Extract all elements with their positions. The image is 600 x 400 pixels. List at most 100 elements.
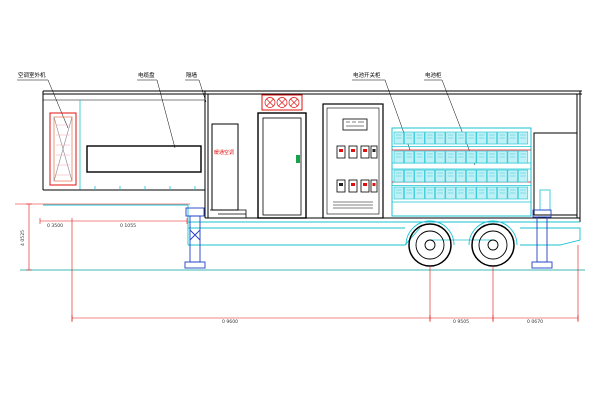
- battery-module-detail: [458, 189, 464, 194]
- battery-module-detail: [468, 134, 475, 139]
- hvac-cabinet: 暖通空调: [211, 123, 239, 211]
- battery-module-detail: [499, 134, 506, 139]
- rear-frame: [520, 227, 581, 246]
- chassis: [43, 204, 581, 246]
- cable-reel: [86, 145, 202, 173]
- battery-modules: [393, 131, 529, 200]
- dim-axle-spacing: 0 9505: [453, 319, 469, 325]
- battery-module-detail: [478, 153, 485, 158]
- rear-stabilizer: [531, 209, 553, 269]
- label-partition-wall: 隔墙: [186, 71, 198, 79]
- battery-switch-cabinet: [322, 103, 384, 219]
- battery-module-detail: [520, 153, 526, 158]
- leader-battery-switch-cabinet: [352, 79, 411, 151]
- battery-module-detail: [447, 134, 454, 139]
- label-ac-outdoor-unit: 空调室外机: [18, 71, 46, 79]
- fan-icon: [276, 97, 288, 108]
- rear-compartment: [533, 132, 578, 216]
- battery-module-detail: [468, 153, 475, 158]
- door-handle: [296, 155, 300, 163]
- fan-icon: [288, 97, 300, 108]
- battery-module-detail: [406, 153, 412, 158]
- battery-module-detail: [489, 172, 495, 177]
- battery-module-detail: [468, 189, 475, 194]
- battery-module-detail: [499, 189, 506, 194]
- roof-line: [43, 90, 582, 95]
- battery-module-detail: [437, 189, 443, 194]
- front-landing-gear: [184, 207, 206, 269]
- floor-supports: [94, 186, 196, 190]
- main-beam: [188, 221, 580, 229]
- battery-module-detail: [447, 153, 454, 158]
- battery-module-detail: [427, 189, 433, 194]
- battery-module-detail: [520, 134, 526, 139]
- leader-ac-outdoor-unit: [17, 79, 69, 129]
- breaker-row-lower: [336, 179, 378, 193]
- label-hvac-cabinet: 暖通空调: [214, 149, 234, 156]
- battery-module-detail: [406, 134, 412, 139]
- wheel-rear-axle: [471, 223, 515, 267]
- wheel-fenders: [405, 220, 518, 246]
- battery-module-detail: [489, 153, 495, 158]
- wheel-front-axle: [408, 223, 452, 267]
- battery-module-detail: [416, 153, 423, 158]
- battery-module-detail: [437, 172, 443, 177]
- partition-wall: [204, 91, 209, 218]
- battery-module-detail: [509, 153, 516, 158]
- battery-module-detail: [406, 172, 412, 177]
- access-door: [257, 112, 307, 219]
- battery-module-detail: [458, 172, 464, 177]
- battery-module-detail: [406, 189, 412, 194]
- dim-gooseneck-rear: 0 1055: [120, 223, 136, 229]
- battery-module-detail: [396, 134, 402, 139]
- fan-icon: [264, 97, 276, 108]
- battery-module-detail: [396, 189, 402, 194]
- battery-rack: [391, 127, 532, 217]
- leader-cable-reel: [137, 79, 176, 149]
- battery-module-detail: [447, 189, 454, 194]
- battery-module-detail: [427, 134, 433, 139]
- battery-module-detail: [478, 189, 485, 194]
- battery-module-detail: [416, 189, 423, 194]
- label-cable-reel: 电缆盘: [138, 71, 155, 79]
- exhaust-fan-panel: [261, 94, 303, 111]
- battery-module-detail: [427, 153, 433, 158]
- leader-partition-wall: [185, 79, 207, 103]
- battery-module-detail: [509, 172, 516, 177]
- battery-module-detail: [396, 172, 402, 177]
- battery-module-detail: [416, 172, 423, 177]
- battery-module-detail: [478, 134, 485, 139]
- battery-module-detail: [509, 134, 516, 139]
- meter-panel: [342, 118, 368, 131]
- battery-module-detail: [478, 172, 485, 177]
- battery-module-detail: [499, 172, 506, 177]
- battery-module-detail: [458, 134, 464, 139]
- battery-module-detail: [447, 172, 454, 177]
- battery-module-detail: [509, 189, 516, 194]
- dim-overall-height: 4 0525: [20, 230, 26, 246]
- dim-rear-overhang: 0 0670: [527, 319, 543, 325]
- battery-module-detail: [468, 172, 475, 177]
- battery-module-detail: [499, 153, 506, 158]
- dim-kingpin-to-axle: 0 9600: [222, 319, 238, 325]
- lower-frame: [188, 227, 421, 246]
- entry-steps: [210, 209, 247, 218]
- gooseneck-frame: [43, 204, 189, 245]
- dimension-lines: [15, 203, 579, 322]
- battery-module-detail: [489, 134, 495, 139]
- battery-module-detail: [396, 153, 402, 158]
- battery-module-detail: [520, 172, 526, 177]
- battery-module-detail: [520, 189, 526, 194]
- battery-module-detail: [458, 153, 464, 158]
- battery-module-detail: [489, 189, 495, 194]
- battery-module-detail: [416, 134, 423, 139]
- battery-module-detail: [437, 153, 443, 158]
- dim-gooseneck-front: 0 3500: [47, 223, 63, 229]
- label-battery-cabinet: 电池柜: [425, 71, 442, 79]
- label-group: 空调室外机 电缆盘 隔墙 电池开关柜 电池柜: [17, 71, 476, 166]
- battery-module-detail: [427, 172, 433, 177]
- breaker-row-upper: [336, 145, 378, 159]
- battery-module-detail: [437, 134, 443, 139]
- ac-outdoor-unit: [49, 112, 77, 186]
